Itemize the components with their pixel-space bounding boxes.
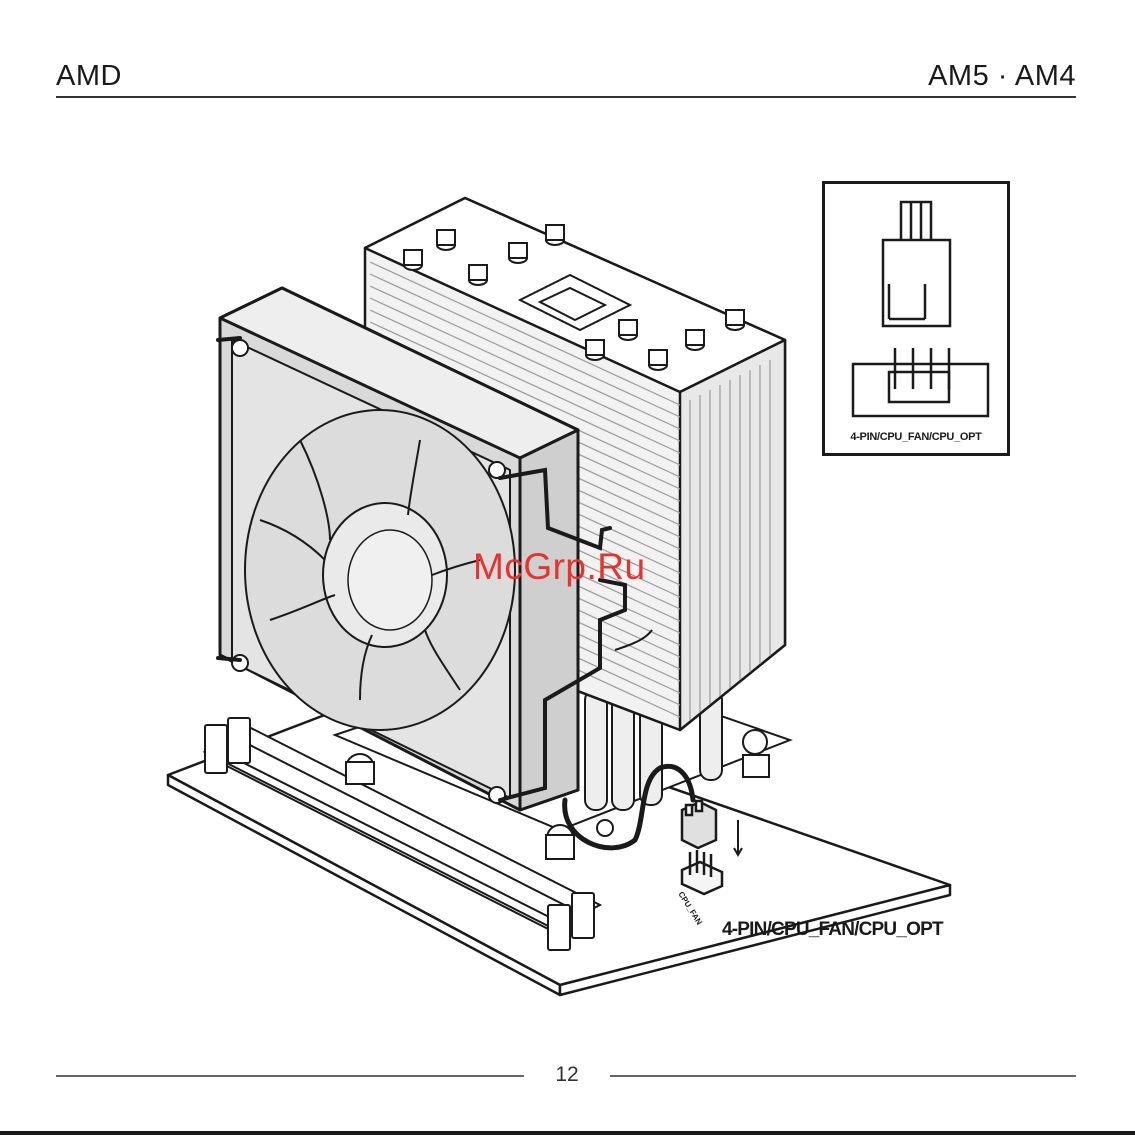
fan-connector-plug bbox=[682, 801, 716, 848]
connector-inset: 4-PIN/CPU_FAN/CPU_OPT bbox=[822, 181, 1010, 456]
bottom-edge-bar bbox=[0, 1131, 1135, 1135]
watermark: McGrp.Ru bbox=[473, 546, 646, 588]
inset-connector-label: 4-PIN/CPU_FAN/CPU_OPT bbox=[825, 431, 1007, 443]
footer-rule-right bbox=[610, 1075, 1076, 1077]
connector-label: 4-PIN/CPU_FAN/CPU_OPT bbox=[722, 919, 943, 941]
page-number: 12 bbox=[527, 1063, 607, 1087]
inset-plug-top bbox=[901, 202, 931, 242]
footer-rule-left bbox=[56, 1075, 524, 1077]
inset-plug-body bbox=[883, 240, 950, 326]
inset-connector-diagram bbox=[825, 184, 1007, 424]
